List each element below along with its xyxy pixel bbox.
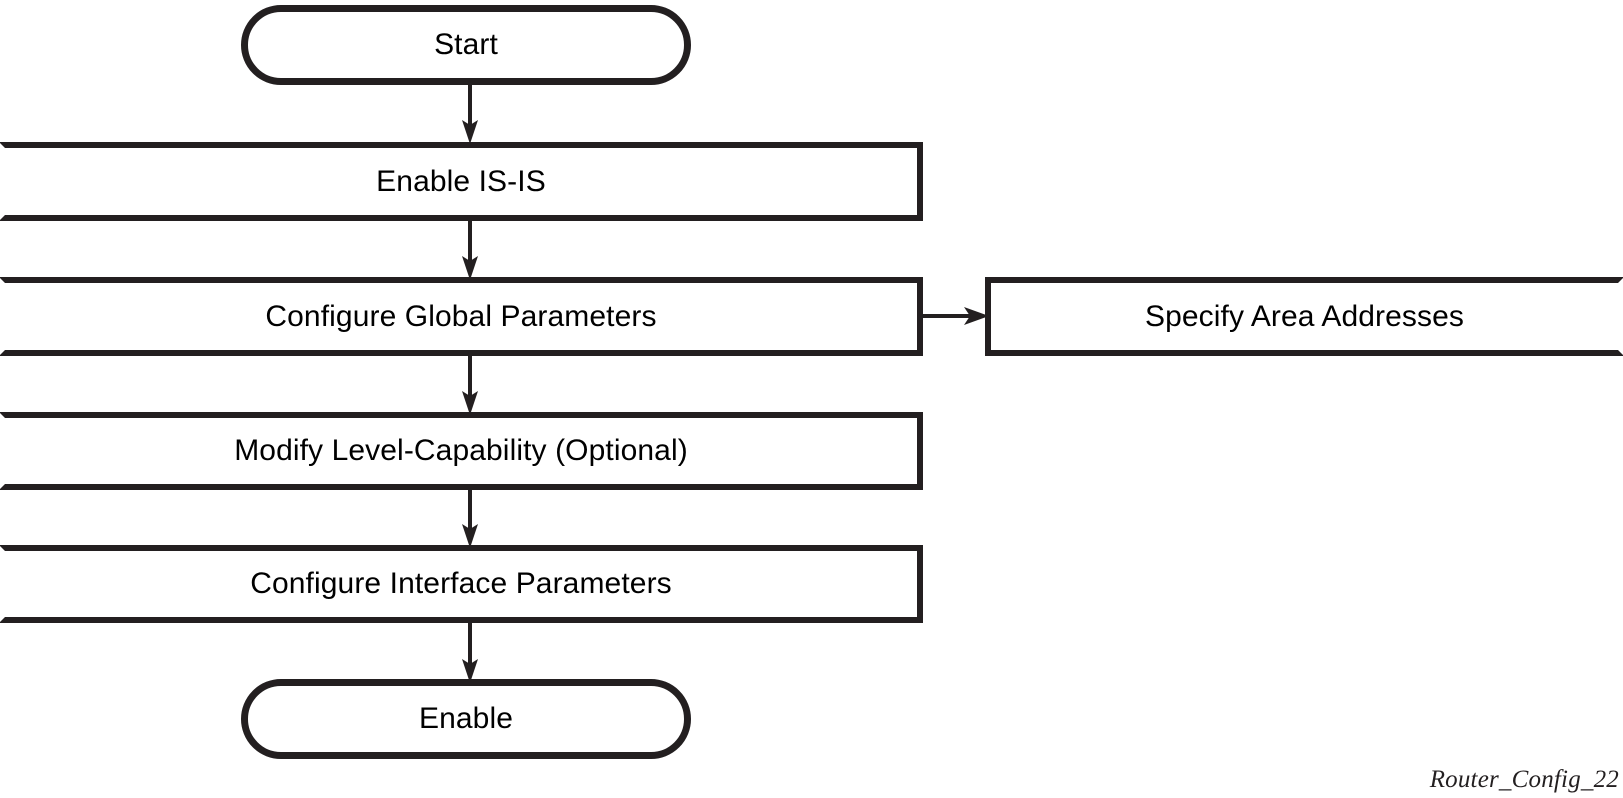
node-modify-level-capability-label: Modify Level-Capability (Optional) bbox=[234, 434, 688, 467]
node-start[interactable]: Start bbox=[241, 5, 691, 85]
node-enable-label: Enable bbox=[418, 702, 513, 735]
connector-start-to-enable-isis bbox=[455, 82, 485, 146]
connector-configure-interface-parameters-to-enable bbox=[455, 621, 485, 685]
node-configure-interface-parameters-label: Configure Interface Parameters bbox=[250, 567, 672, 600]
node-start-label: Start bbox=[434, 28, 498, 61]
connector-enable-isis-to-configure-global-parameters bbox=[455, 218, 485, 282]
node-enable[interactable]: Enable bbox=[241, 679, 691, 759]
node-configure-interface-parameters[interactable]: Configure Interface Parameters bbox=[0, 545, 923, 623]
node-enable-isis-label: Enable IS-IS bbox=[376, 164, 546, 198]
node-modify-level-capability[interactable]: Modify Level-Capability (Optional) bbox=[0, 412, 923, 490]
connector-configure-global-parameters-to-specify-area-addresses bbox=[918, 300, 993, 332]
node-configure-global-parameters-label: Configure Global Parameters bbox=[265, 299, 657, 333]
figure-caption: Router_Config_22 bbox=[1429, 766, 1619, 793]
node-specify-area-addresses[interactable]: Specify Area Addresses bbox=[985, 277, 1623, 356]
node-specify-area-addresses-label: Specify Area Addresses bbox=[1144, 299, 1465, 333]
node-configure-global-parameters[interactable]: Configure Global Parameters bbox=[0, 277, 923, 356]
node-enable-isis[interactable]: Enable IS-IS bbox=[0, 142, 923, 221]
connector-configure-global-parameters-to-modify-level-capability bbox=[455, 353, 485, 417]
connector-modify-level-capability-to-configure-interface-parameters bbox=[455, 488, 485, 550]
